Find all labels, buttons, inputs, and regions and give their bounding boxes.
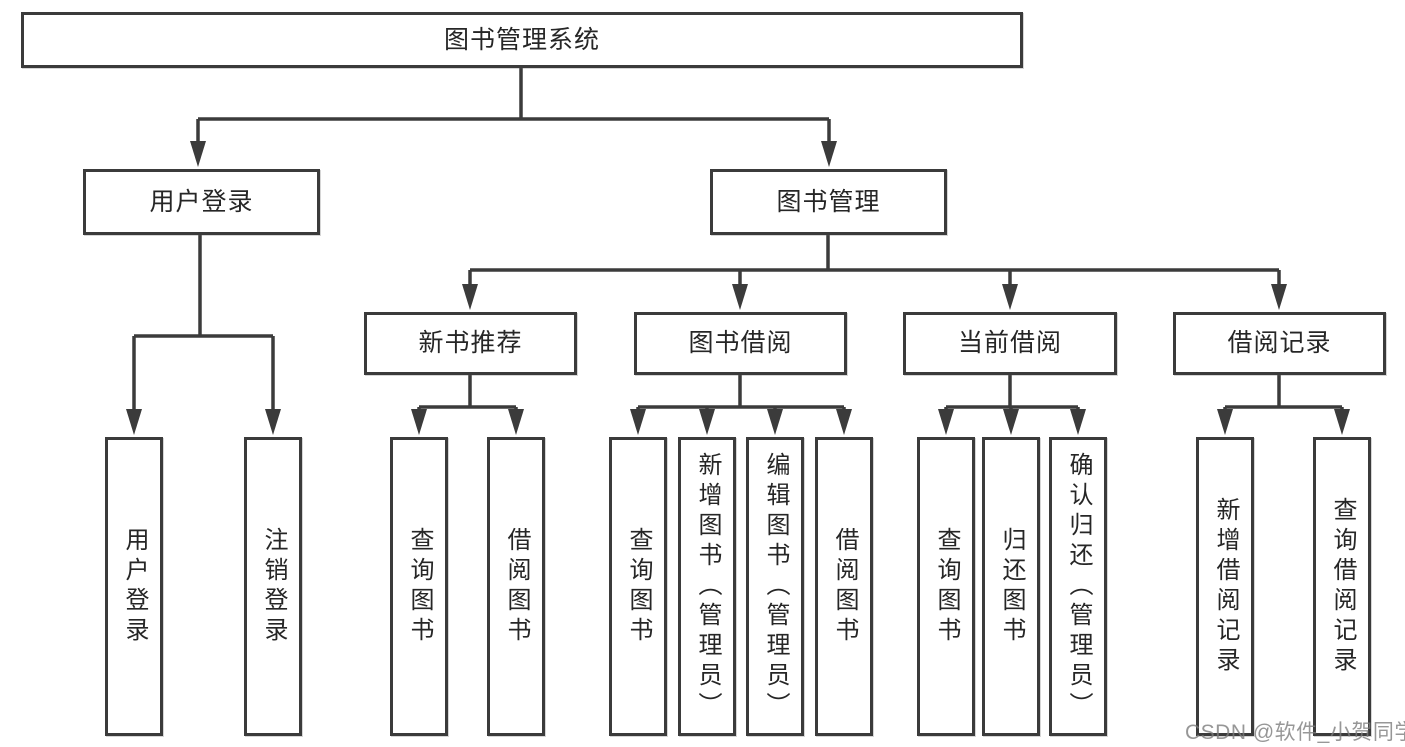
leaf-records-query-borrow-record: 查询借阅记录	[1313, 437, 1371, 736]
node-label: 当前借阅	[957, 329, 1062, 357]
node-book-management: 图书管理	[710, 169, 947, 235]
connector-mgmt-to-level3	[468, 235, 1281, 288]
leaf-borrowing-borrow-books: 借阅图书	[815, 437, 873, 736]
leaf-label: 用户登录	[121, 526, 148, 647]
leaf-current-return-books: 归还图书	[982, 437, 1040, 736]
leaf-user-login: 用户登录	[105, 437, 163, 736]
leaf-current-confirm-return-admin: 确认归还（管理员）	[1049, 437, 1107, 736]
leaf-records-add-borrow-record: 新增借阅记录	[1196, 437, 1254, 736]
node-new-book-recommendation: 新书推荐	[364, 312, 577, 375]
node-label: 图书管理系统	[443, 25, 600, 54]
leaf-borrowing-query-books: 查询图书	[609, 437, 667, 736]
leaf-borrowing-edit-books-admin: 编辑图书（管理员）	[746, 437, 804, 736]
node-user-login: 用户登录	[83, 169, 320, 235]
node-label: 用户登录	[149, 187, 254, 216]
leaf-label: 新增图书（管理员）	[694, 451, 721, 722]
node-library-management-system: 图书管理系统	[21, 12, 1023, 68]
connector-newbook-to-leaves	[417, 375, 518, 413]
connector-login-to-leaves	[132, 235, 275, 412]
leaf-newbook-borrow-books: 借阅图书	[487, 437, 545, 736]
node-label: 新书推荐	[418, 329, 523, 357]
leaf-label: 查询图书	[933, 526, 960, 647]
leaf-logout: 注销登录	[244, 437, 302, 736]
leaf-label: 查询借阅记录	[1329, 496, 1356, 677]
csdn-watermark: CSDN @软件_小贺同学	[1185, 721, 1405, 744]
connector-current-to-leaves	[944, 375, 1080, 413]
leaf-label: 编辑图书（管理员）	[762, 451, 789, 722]
leaf-label: 查询图书	[625, 526, 652, 647]
leaf-borrowing-add-books-admin: 新增图书（管理员）	[678, 437, 736, 736]
connector-records-to-leaves	[1223, 375, 1344, 413]
node-label: 图书管理	[776, 187, 881, 216]
node-label: 借阅记录	[1227, 329, 1332, 357]
leaf-label: 注销登录	[260, 526, 287, 647]
leaf-newbook-query-books: 查询图书	[390, 437, 448, 736]
connector-root-to-level2	[196, 68, 831, 146]
node-borrowing-records: 借阅记录	[1173, 312, 1386, 375]
leaf-label: 查询图书	[406, 526, 433, 647]
leaf-label: 归还图书	[998, 526, 1025, 647]
node-book-borrowing: 图书借阅	[634, 312, 847, 375]
connector-borrow-to-leaves	[636, 375, 846, 413]
leaf-label: 确认归还（管理员）	[1065, 451, 1092, 722]
leaf-label: 新增借阅记录	[1212, 496, 1239, 677]
node-label: 图书借阅	[688, 329, 793, 357]
leaf-label: 借阅图书	[831, 526, 858, 647]
leaf-current-query-books: 查询图书	[917, 437, 975, 736]
node-current-borrowing: 当前借阅	[903, 312, 1117, 375]
leaf-label: 借阅图书	[503, 526, 530, 647]
